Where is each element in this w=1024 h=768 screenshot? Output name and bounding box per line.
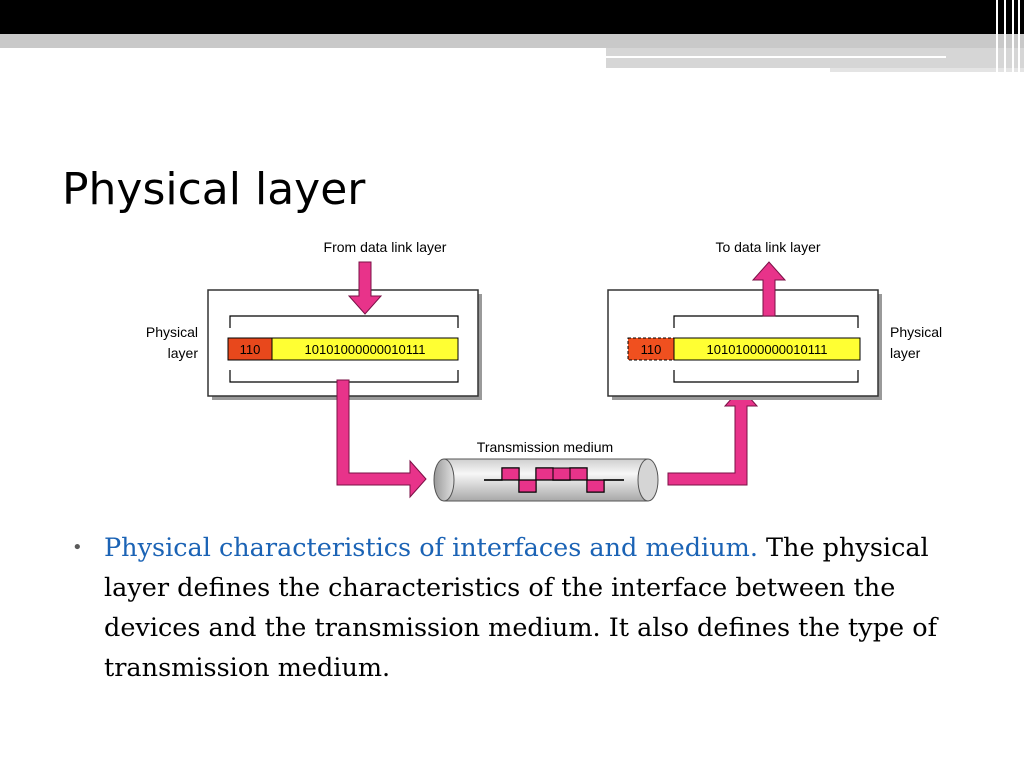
receiver-side-label-line2: layer <box>890 345 921 361</box>
pipe-left-cap <box>433 458 455 502</box>
receiver-top-label: To data link layer <box>715 239 820 255</box>
medium-label: Transmission medium <box>477 439 613 455</box>
slide-title: Physical layer <box>62 164 366 215</box>
sender-payload-cell <box>271 337 459 361</box>
receiver-payload-text: 10101000000010111 <box>707 342 828 357</box>
physical-layer-diagram: 110 10101000000010111 From data link lay… <box>130 230 960 510</box>
bullet-lead-text: Physical characteristics of interfaces a… <box>104 533 758 563</box>
banner-black-band <box>0 0 1024 34</box>
diagram-svg: 110 10101000000010111 From data link lay… <box>146 239 942 502</box>
banner-vertical-lines <box>994 0 1024 72</box>
pipe-right-cap <box>637 458 659 502</box>
sender-top-label: From data link layer <box>324 239 447 255</box>
bullet-item: • Physical characteristics of interfaces … <box>72 528 972 688</box>
bullet-list: • Physical characteristics of interfaces … <box>72 528 972 688</box>
receiver-side-label-line1: Physical <box>890 324 942 340</box>
receiver-bottom-bracket <box>673 370 859 383</box>
banner-thin-band <box>830 68 1024 72</box>
down-arrow-into-sender <box>347 261 383 315</box>
top-banner <box>0 0 1024 80</box>
up-arrow-out-of-receiver <box>751 261 787 317</box>
bullet-body-text: The physical layer defines the character… <box>104 533 938 683</box>
receiver-payload-cell <box>673 337 861 361</box>
transmission-medium-pipe <box>433 458 659 502</box>
banner-white-line <box>606 56 946 58</box>
bullet-marker: • <box>72 537 83 558</box>
signal-pulses <box>501 467 605 493</box>
sender-payload-text: 10101000000010111 <box>305 342 426 357</box>
sender-side-label-line1: Physical <box>146 324 198 340</box>
receiver-header-text: 110 <box>641 342 662 357</box>
banner-light-band <box>606 48 1024 68</box>
medium-to-receiver-arrow <box>667 387 759 486</box>
sender-top-bracket <box>229 315 459 328</box>
sender-header-text: 110 <box>240 342 261 357</box>
sender-side-label-line2: layer <box>168 345 199 361</box>
banner-gray-band <box>0 34 1024 48</box>
sender-to-medium-arrow <box>336 379 427 499</box>
receiver-physical-layer-box: 110 10101000000010111 <box>607 289 882 400</box>
